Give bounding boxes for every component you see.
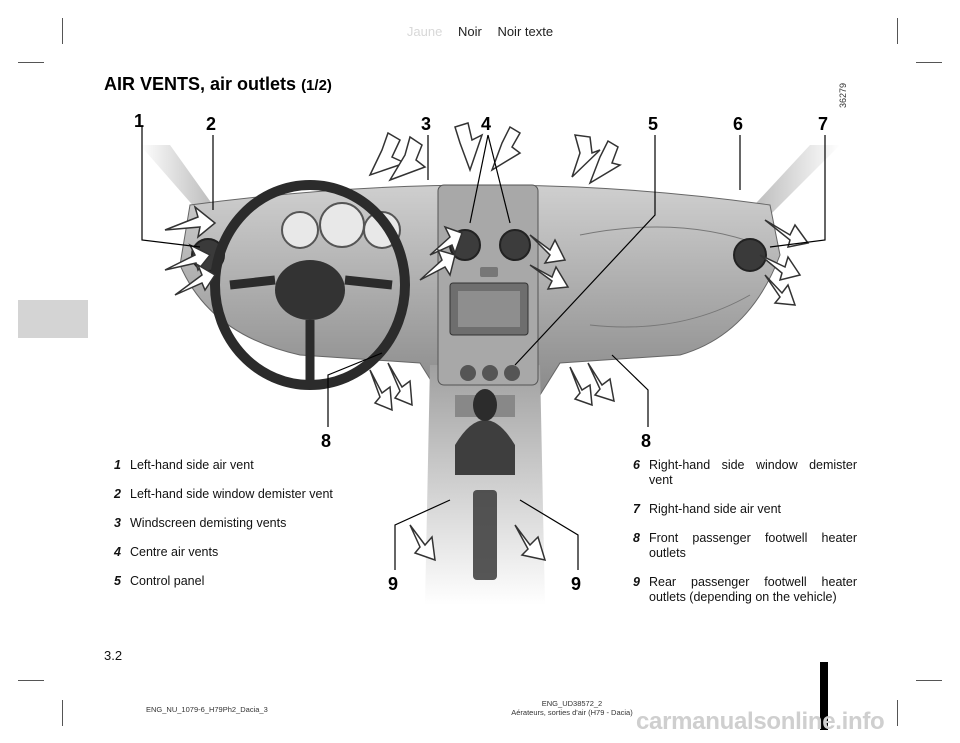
legend-number: 2 [114, 487, 121, 501]
centre-vent-right [499, 229, 531, 261]
airflow-arrow [759, 254, 802, 282]
page-title-part: (1/2) [301, 77, 332, 94]
legend-number: 1 [114, 458, 121, 472]
callout-7: 7 [818, 114, 828, 134]
callout-9-left: 9 [388, 574, 398, 594]
airflow-arrow [529, 234, 567, 264]
legend-number: 8 [633, 531, 640, 545]
color-noir-texte: Noir texte [497, 24, 554, 39]
gear-boot [455, 420, 515, 475]
callout-8-left: 8 [321, 431, 331, 451]
airflow-arrow [569, 366, 593, 407]
steering-wheel [210, 180, 410, 390]
dashboard-illustration: 1 2 3 4 5 6 7 8 8 9 9 [134, 111, 840, 605]
legend-item: 4 Centre air vents [114, 545, 336, 560]
crop-mark [897, 18, 898, 44]
callout-2: 2 [206, 114, 216, 134]
print-color-header: Jaune Noir Noir texte [0, 24, 960, 39]
callout-9-right: 9 [571, 574, 581, 594]
legend-number: 7 [633, 502, 640, 516]
legend-text: Centre air vents [130, 545, 219, 559]
callout-3: 3 [421, 114, 431, 134]
footer-document-code: ENG_NU_1079-6_H79Ph2_Dacia_3 [146, 705, 268, 714]
legend-text: Right-hand side air vent [649, 502, 782, 516]
airflow-arrow [454, 122, 484, 173]
legend-right: 6 Right-hand side window demister vent 7… [633, 458, 857, 619]
callout-8-right: 8 [641, 431, 651, 451]
legend-item: 5 Control panel [114, 574, 336, 589]
legend-item: 1 Left-hand side air vent [114, 458, 336, 473]
airflow-arrow [529, 264, 570, 290]
legend-text: Control panel [130, 574, 205, 588]
legend-item: 9 Rear passenger footwell heater outlets… [633, 575, 857, 605]
legend-item: 2 Left-hand side window demister vent [114, 487, 336, 502]
page-edge-bar [820, 662, 828, 730]
color-jaune: Jaune [406, 24, 443, 39]
airflow-arrow [588, 139, 622, 185]
legend-text: Windscreen demisting vents [130, 516, 287, 530]
watermark: carmanualsonline.info [636, 708, 885, 735]
legend-item: 3 Windscreen demisting vents [114, 516, 336, 531]
airflow-arrow [369, 369, 393, 412]
legend-left: 1 Left-hand side air vent 2 Left-hand si… [114, 458, 336, 603]
callout-4: 4 [481, 114, 491, 134]
airflow-arrow [174, 263, 217, 296]
crop-mark [18, 62, 44, 63]
legend-item: 8 Front passenger footwell heater outlet… [633, 531, 857, 561]
airflow-arrow [387, 362, 413, 407]
legend-text: Left-hand side air vent [130, 458, 254, 472]
airflow-arrow [514, 524, 547, 562]
page-title-main: AIR VENTS, air outlets [104, 74, 297, 94]
legend-number: 6 [633, 458, 640, 472]
airflow-arrow [388, 135, 427, 182]
airflow-arrow [164, 204, 217, 239]
airflow-arrow [409, 524, 436, 562]
crop-mark [916, 680, 942, 681]
airflow-arrow [429, 225, 463, 256]
airflow-arrow [419, 248, 456, 281]
legend-text: Rear passenger footwell heater outlets (… [649, 575, 857, 604]
footer-section-id: ENG_UD38572_2 [541, 699, 603, 708]
crop-mark [916, 62, 942, 63]
legend-text: Left-hand side window demister vent [130, 487, 333, 501]
footer-section-code: ENG_UD38572_2 Aérateurs, sorties d'air (… [492, 699, 652, 717]
chapter-tab [18, 300, 88, 338]
legend-item: 7 Right-hand side air vent [633, 502, 857, 517]
page-number: 3.2 [104, 648, 123, 663]
right-side-vent [733, 238, 767, 272]
footer-section-title: Aérateurs, sorties d'air (H79 - Dacia) [511, 707, 633, 717]
color-noir: Noir [457, 24, 482, 39]
crop-mark [62, 18, 63, 44]
legend-number: 3 [114, 516, 121, 530]
legend-number: 5 [114, 574, 121, 588]
crop-mark [18, 680, 44, 681]
legend-item: 6 Right-hand side window demister vent [633, 458, 857, 488]
legend-number: 4 [114, 545, 121, 559]
gear-knob [473, 389, 497, 421]
legend-text: Front passenger footwell heater outlets [649, 531, 857, 560]
airflow-arrow [571, 134, 601, 178]
airflow-arrow [490, 125, 522, 172]
crop-mark [897, 700, 898, 726]
airflow-arrow [764, 274, 797, 306]
page-title: AIR VENTS, air outlets (1/2) [104, 74, 332, 95]
airflow-arrow [764, 219, 810, 248]
callout-6: 6 [733, 114, 743, 134]
legend-number: 9 [633, 575, 640, 589]
callout-5: 5 [648, 114, 658, 134]
legend-text: Right-hand side window demister vent [649, 458, 857, 487]
steering-hub [275, 260, 345, 320]
crop-mark [62, 700, 63, 726]
callout-1: 1 [134, 111, 144, 131]
airflow-arrow [587, 362, 615, 403]
centre-tunnel [425, 365, 545, 605]
airflow-arrow [164, 243, 212, 272]
